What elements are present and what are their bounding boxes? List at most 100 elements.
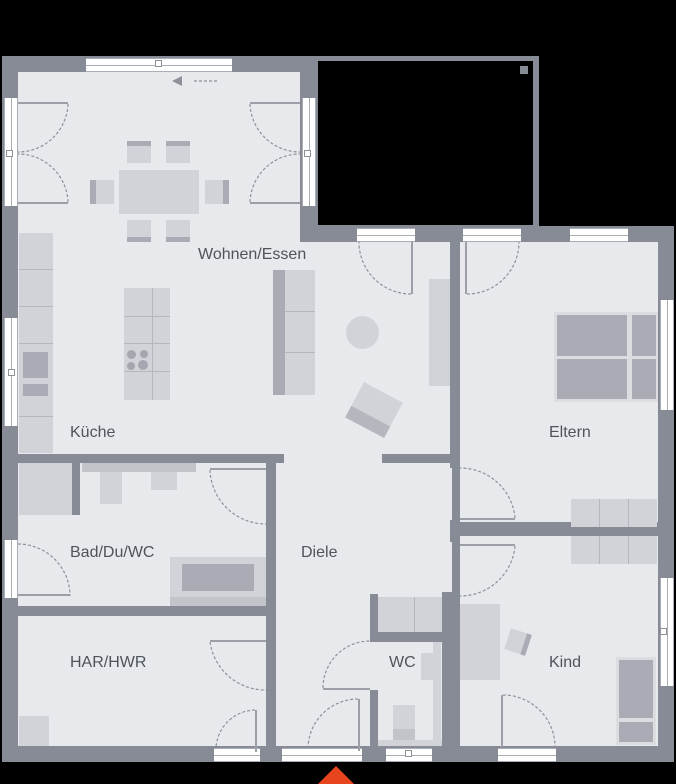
- dining-chair: [166, 141, 190, 163]
- wardrobe-eltern: [571, 499, 657, 527]
- room-label-wc: WC: [389, 654, 416, 671]
- window-bad-west: [4, 540, 18, 598]
- room-label-diele: Diele: [301, 544, 338, 561]
- room-label-kueche: Küche: [70, 424, 116, 441]
- dining-table: [119, 170, 199, 214]
- island-divider: [152, 288, 153, 400]
- window-eltern-north-1: [463, 228, 521, 242]
- sink-icon: [23, 384, 48, 396]
- toilet: [393, 705, 415, 731]
- terrace-post: [520, 66, 528, 74]
- toilet-tank: [393, 729, 415, 743]
- door-leaf: [323, 688, 370, 690]
- sofa-divider: [285, 352, 315, 353]
- wall-kitchen-bad: [18, 454, 284, 463]
- wc-bottom-ledge: [378, 740, 442, 746]
- door-leaf: [210, 468, 266, 470]
- window-handle: [660, 628, 667, 635]
- room-label-har-hwr: HAR/HWR: [70, 654, 147, 671]
- island-divider: [124, 343, 170, 344]
- window-living-south-terrace: [357, 228, 415, 242]
- stove-burner-icon: [127, 350, 136, 359]
- kid-bed-pillow: [619, 722, 653, 742]
- wall-har-diele-top: [266, 606, 276, 642]
- shower: [19, 463, 72, 515]
- wall-living-eltern: [450, 242, 460, 468]
- island-divider: [124, 316, 170, 317]
- sink-icon: [23, 352, 48, 378]
- door-leaf: [411, 242, 413, 294]
- wardrobe-divider: [628, 536, 629, 564]
- cabinet: [378, 597, 442, 632]
- vanity-top: [82, 463, 196, 472]
- door-leaf: [460, 518, 515, 520]
- sofa-back: [273, 270, 285, 395]
- window-handle: [6, 150, 13, 157]
- room-label-bad: Bad/Du/WC: [70, 544, 155, 561]
- window-handle: [155, 60, 162, 67]
- kid-bed-mattress: [619, 660, 653, 718]
- nightstand: [632, 359, 656, 399]
- washbasin-bad: [151, 472, 177, 490]
- wc-cistern-strip: [433, 642, 441, 742]
- dining-chair: [90, 180, 114, 204]
- coffee-table: [346, 316, 379, 349]
- wall-wc-left-bottom: [370, 690, 378, 750]
- toilet-bad: [100, 472, 122, 504]
- room-label-eltern: Eltern: [549, 424, 591, 441]
- window-eltern-east: [660, 300, 674, 410]
- wall-bad-diele: [266, 520, 276, 610]
- counter-divider: [19, 416, 53, 417]
- door-leaf: [18, 102, 68, 104]
- wardrobe-divider: [599, 536, 600, 564]
- kitchen-island: [124, 288, 170, 400]
- dining-chair: [166, 220, 190, 242]
- window-handle: [304, 150, 311, 157]
- desk: [460, 604, 500, 680]
- wall-diele-eltern-top: [450, 520, 460, 542]
- terrace: [318, 61, 533, 225]
- stove-burner-icon: [140, 350, 148, 358]
- dining-chair: [127, 141, 151, 163]
- door-leaf: [460, 544, 515, 546]
- door-leaf: [210, 640, 266, 642]
- entrance-arrow-icon: [318, 766, 354, 784]
- window-diele-south: [282, 748, 362, 762]
- counter-divider: [19, 343, 53, 344]
- door-leaf: [358, 699, 360, 751]
- room-label-wohnen-essen: Wohnen/Essen: [198, 246, 307, 263]
- door-leaf: [18, 202, 68, 204]
- nightstand: [632, 315, 656, 356]
- door-leaf: [250, 202, 300, 204]
- wardrobe-divider: [599, 499, 600, 527]
- dining-chair: [205, 180, 229, 204]
- door-leaf: [250, 102, 300, 104]
- wall-wc-left-top: [370, 594, 378, 642]
- sofa-divider: [285, 311, 315, 312]
- bed-mattress: [557, 315, 627, 356]
- island-divider: [124, 371, 170, 372]
- room-label-kind: Kind: [549, 654, 582, 671]
- wall-wc-right: [442, 592, 452, 750]
- door-leaf: [18, 594, 70, 596]
- wall-diele-kind: [450, 592, 460, 750]
- stove-burner-icon: [138, 360, 148, 370]
- dining-chair: [127, 220, 151, 242]
- floor-wohnen-essen: [18, 72, 300, 460]
- wall-har-diele-bottom: [266, 690, 276, 750]
- wall-bad-har: [18, 606, 276, 616]
- door-leaf: [501, 695, 503, 747]
- bathtub-ledge: [170, 597, 266, 606]
- counter-divider: [19, 269, 53, 270]
- window-handle: [405, 750, 412, 757]
- utility-unit: [19, 716, 49, 746]
- window-kind-south: [498, 748, 556, 762]
- bathtub-basin: [182, 564, 254, 591]
- door-leaf: [255, 710, 257, 752]
- wall-bad-stub: [72, 463, 80, 515]
- wardrobe-divider: [628, 499, 629, 527]
- cabinet-divider: [414, 597, 415, 632]
- wall-wc-top: [378, 632, 450, 642]
- wall-living-diele-right: [382, 454, 452, 463]
- window-har-south: [214, 748, 260, 762]
